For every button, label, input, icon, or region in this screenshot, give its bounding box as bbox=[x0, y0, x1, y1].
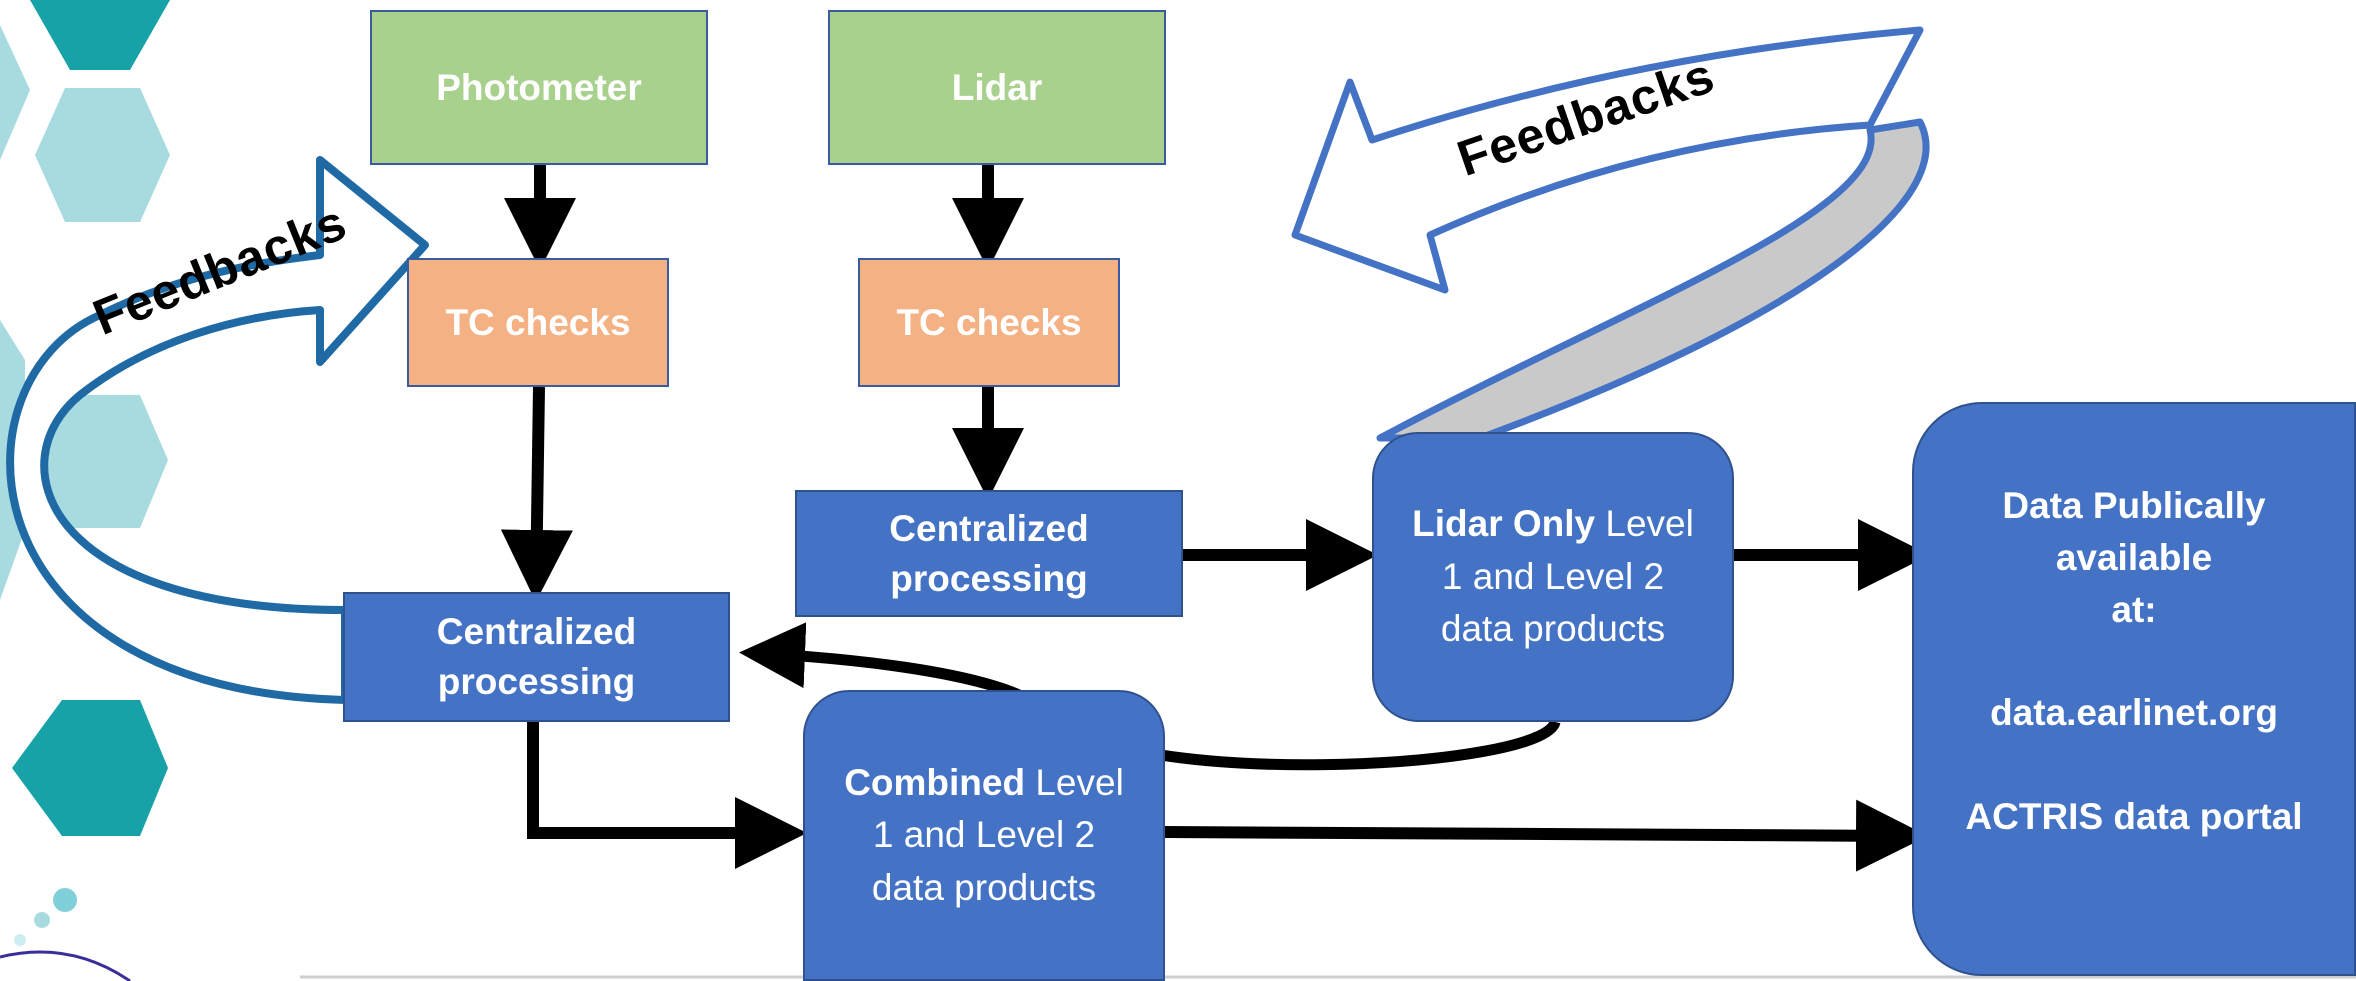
combined-products-node: Combined Level 1 and Level 2 data produc… bbox=[803, 690, 1165, 981]
portal-line-3: at: bbox=[2111, 588, 2157, 630]
dot-3 bbox=[14, 934, 26, 946]
centralized-processing-lidar-line-1: Centralized bbox=[889, 507, 1089, 549]
combined-line-3: data products bbox=[871, 866, 1097, 908]
lidar-only-products-node: Lidar Only Level 1 and Level 2 data prod… bbox=[1372, 432, 1734, 722]
arrow-combined-to-portal bbox=[1163, 799, 1928, 872]
hexagon-teal-bottom bbox=[12, 700, 168, 836]
lidar-only-rest: Level bbox=[1595, 503, 1694, 545]
arrow-tc-to-processing-left bbox=[500, 386, 573, 602]
tc-checks-photometer-node: TC checks bbox=[407, 258, 669, 387]
tc-checks-lidar-node: TC checks bbox=[858, 258, 1120, 387]
combined-bold: Combined bbox=[844, 761, 1026, 803]
photometer-label: Photometer bbox=[436, 66, 642, 108]
feedback-right-arrow bbox=[1291, 26, 1924, 294]
centralized-processing-combined-line-2: processing bbox=[437, 661, 636, 702]
hexagon-light-edge-1 bbox=[0, 25, 30, 160]
combined-rest: Level bbox=[1025, 761, 1124, 803]
data-portal-node: Data Publically available at: data.earli… bbox=[1912, 402, 2356, 976]
portal-line-2: available bbox=[2055, 536, 2213, 578]
combined-line-1: Combined Level bbox=[844, 757, 1124, 810]
logo-arc bbox=[0, 950, 131, 981]
arrow-processing-to-combined bbox=[527, 720, 807, 869]
centralized-processing-combined-line-1: Centralized bbox=[436, 611, 637, 653]
lidar-only-line-3: data products bbox=[1440, 608, 1666, 650]
hexagon-light-1 bbox=[35, 88, 170, 222]
centralized-processing-combined-node: Centralized processing bbox=[343, 592, 730, 722]
portal-link-actris[interactable]: ACTRIS data portal bbox=[1965, 796, 2303, 838]
feedback-left-arrow bbox=[6, 156, 429, 704]
combined-line-2: 1 and Level 2 bbox=[872, 814, 1096, 856]
lidar-node: Lidar bbox=[828, 10, 1166, 165]
photometer-node: Photometer bbox=[370, 10, 708, 165]
tc-checks-lidar-label: TC checks bbox=[896, 301, 1082, 343]
lidar-label: Lidar bbox=[951, 66, 1043, 108]
lidar-only-bold: Lidar Only bbox=[1412, 503, 1596, 545]
dot-1 bbox=[53, 888, 77, 912]
lidar-only-line-2: 1 and Level 2 bbox=[1441, 555, 1665, 597]
hexagon-teal-top bbox=[30, 0, 170, 70]
centralized-processing-lidar-node: Centralized processing bbox=[795, 490, 1183, 617]
centralized-processing-lidar-line-2: processing bbox=[890, 557, 1088, 599]
hexagon-light-2 bbox=[35, 395, 168, 528]
portal-link-earlinet[interactable]: data.earlinet.org bbox=[1990, 692, 2278, 734]
tc-checks-photometer-label: TC checks bbox=[445, 301, 631, 343]
feedback-right-ribbon bbox=[1376, 118, 1930, 442]
dot-2 bbox=[34, 912, 50, 928]
portal-line-1: Data Publically bbox=[2002, 485, 2266, 526]
lidar-only-line-1: Lidar Only Level bbox=[1412, 498, 1694, 551]
